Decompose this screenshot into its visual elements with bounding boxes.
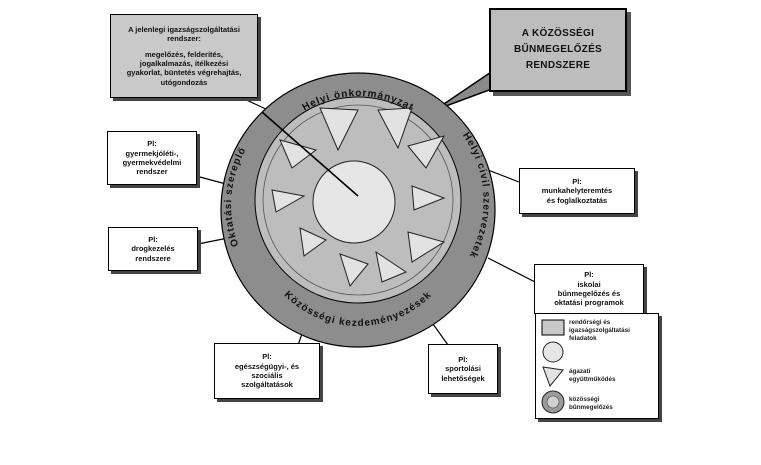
title-line: RENDSZERE	[525, 60, 591, 71]
triangle-10	[279, 139, 318, 169]
sport-box: Pl: sportolási lehetőségek	[428, 344, 498, 394]
box-line: gyermekvédelmi	[122, 158, 182, 167]
connector-lines	[195, 96, 536, 346]
health-social-box: Pl: egészségügyi-, és szociális szolgált…	[214, 343, 320, 399]
employment-box: Pl: munkahelyteremtés és foglalkoztatás	[519, 168, 635, 214]
title-line: BŰNMEGELŐZÉS	[513, 44, 603, 55]
pointer-line	[261, 111, 359, 197]
box-line: egészségügyi-, és	[234, 361, 300, 371]
box-line: oktatási programok	[554, 298, 624, 308]
legend-line: feladatok	[569, 334, 597, 342]
box-line: A jelenlegi igazságszolgáltatási	[128, 24, 240, 34]
legend-line: együttműködés	[569, 375, 616, 383]
box-line: utógondozás	[160, 77, 208, 87]
legend-line: ágazati	[569, 368, 591, 375]
justice-system-box: A jelenlegi igazságszolgáltatási rendsze…	[110, 14, 258, 98]
center-circle	[312, 160, 396, 244]
box-line: szolgáltatások	[241, 380, 293, 390]
triangle-8	[299, 227, 327, 257]
legend-line: rendőrségi és	[569, 319, 611, 326]
box-line: gyermekjóléti-,	[125, 148, 179, 158]
box-line: Pl:	[147, 139, 157, 149]
title-box: A KÖZÖSSÉGI BŰNMEGELŐZÉS RENDSZERE	[489, 8, 627, 92]
child-welfare-box: Pl: gyermekjóléti-, gyermekvédelmi rends…	[107, 131, 197, 185]
legend-rect-icon	[541, 319, 565, 336]
legend-text-police: rendőrségi és igazságszolgáltatási felad…	[569, 319, 630, 343]
triangle-6	[375, 250, 408, 283]
triangles	[271, 107, 446, 288]
box-line: megelőzés, felderítés,	[145, 49, 223, 59]
triangle-3	[407, 135, 446, 169]
box-line: és foglalkoztatás	[546, 195, 608, 205]
school-prevention-box: Pl: iskolai bűnmegelőzés és oktatási pro…	[534, 264, 644, 314]
legend-icons	[541, 319, 565, 414]
box-line: rendszer	[136, 167, 168, 177]
box-line: rendszere	[135, 253, 171, 263]
box-line: szociális	[251, 371, 283, 380]
inner-ring-line	[262, 104, 454, 296]
box-line: lehetőségek	[441, 373, 485, 383]
legend-text-sectoral: ágazati együttműködés	[569, 368, 616, 384]
box-line: rendszer:	[167, 34, 201, 44]
triangle-2	[377, 107, 413, 150]
title-line: A KÖZÖSSÉGI	[521, 28, 595, 39]
triangle-1	[319, 107, 359, 152]
triangle-4	[411, 185, 446, 211]
box-line: Pl:	[148, 234, 158, 244]
box-line: bűnmegelőzés és	[557, 289, 621, 298]
box-line: Pl:	[572, 176, 582, 186]
box-line: Pl:	[262, 352, 272, 362]
box-line: sportolási	[445, 364, 481, 374]
box-line: Pl:	[458, 354, 468, 364]
box-line: gyakorlat, büntetés végrehajtás,	[126, 68, 242, 78]
triangle-7	[339, 253, 369, 288]
legend-text-community: közösségi bűnmegelőzés	[569, 396, 613, 412]
legend-line: közösségi	[569, 396, 600, 403]
legend-line: igazságszolgáltatási	[569, 326, 630, 334]
box-line: iskolai	[577, 279, 601, 289]
drug-treatment-box: Pl: drogkezelés rendszere	[108, 227, 198, 271]
triangle-5	[407, 231, 446, 263]
legend-triangle-icon	[542, 366, 564, 387]
box-line: drogkezelés	[131, 244, 175, 254]
legend-circle-icon	[542, 341, 564, 363]
box-line: munkahelyteremtés	[541, 186, 613, 196]
legend: rendőrségi és igazságszolgáltatási felad…	[535, 313, 659, 419]
legend-line: bűnmegelőzés	[569, 403, 613, 411]
box-line: Pl:	[584, 270, 594, 280]
box-line: jogalkalmazás, ítélkezési	[139, 59, 229, 68]
triangle-9	[271, 189, 306, 213]
